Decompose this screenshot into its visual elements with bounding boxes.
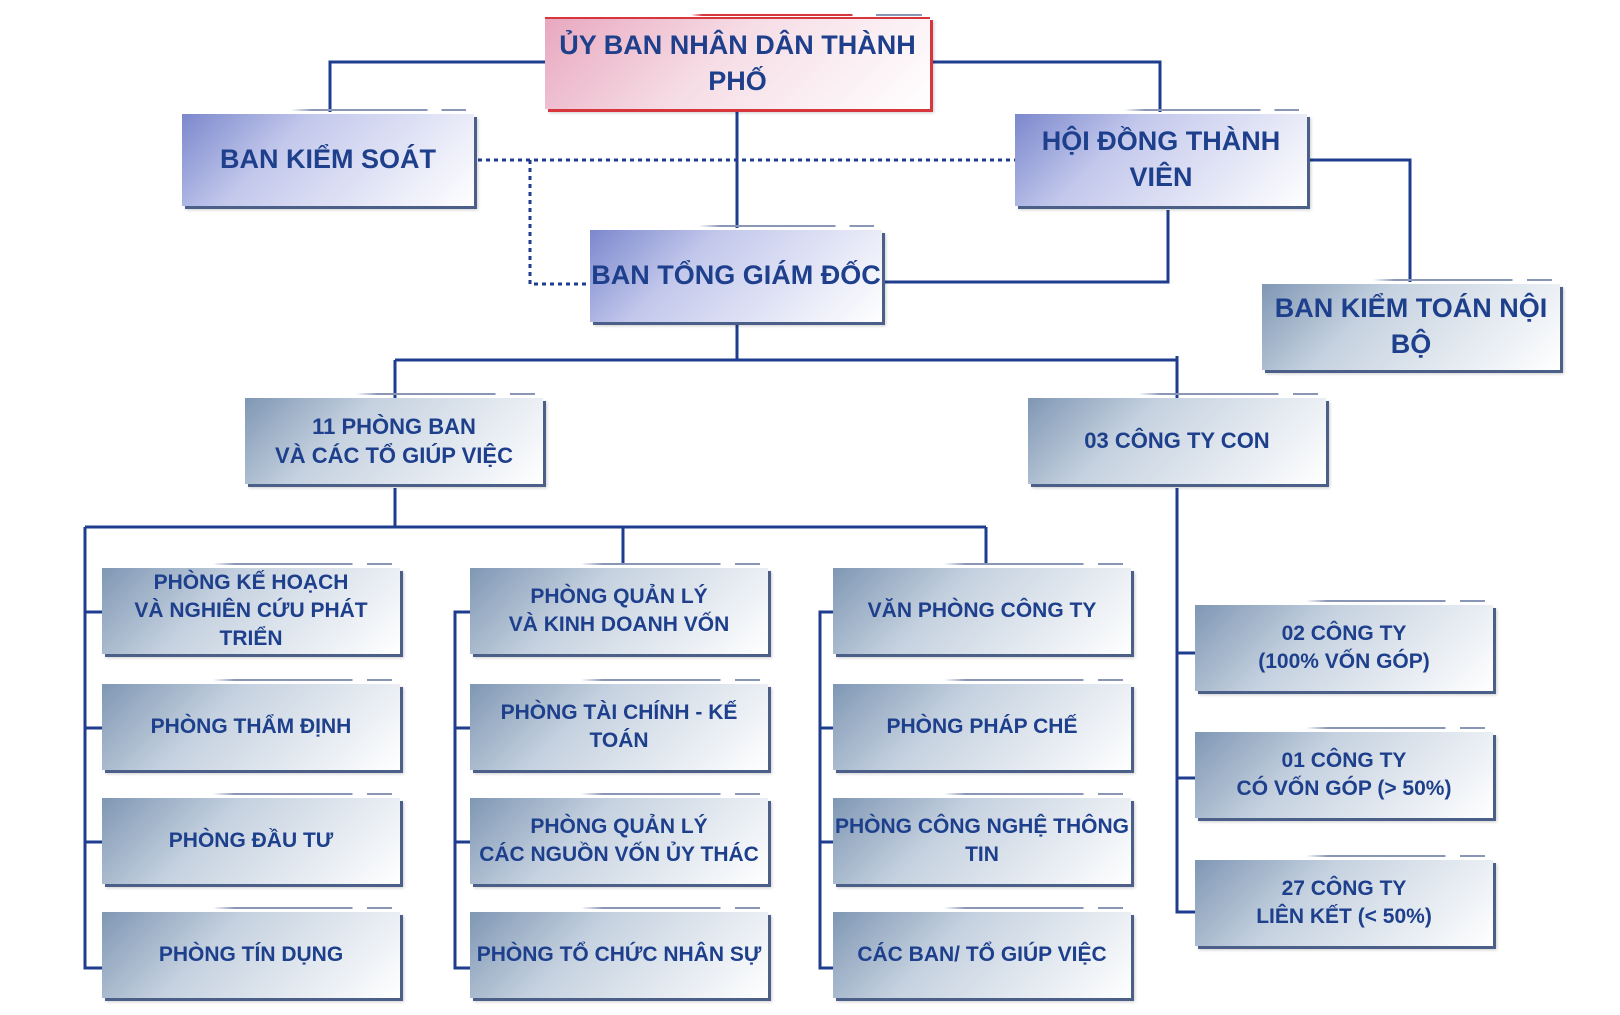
dept-human-resources-label: PHÒNG TỔ CHỨC NHÂN SỰ: [476, 943, 762, 967]
dept-legal-label: PHÒNG PHÁP CHẾ: [886, 715, 1078, 739]
connector-top-council: [930, 60, 1162, 112]
dept-legal-box: PHÒNG PHÁP CHẾ: [833, 679, 1131, 770]
supervisory-board-label: BAN KIỂM SOÁT: [220, 144, 436, 175]
dept-information-technology-label: PHÒNG CÔNG NGHỆ THÔNG TIN: [834, 815, 1129, 866]
connector-companies-vertical: [1175, 488, 1195, 914]
supervisory-board-box: BAN KIỂM SOÁT: [182, 109, 474, 206]
general-directors-label: BAN TỔNG GIÁM ĐỐC: [591, 260, 881, 291]
dept-appraisal-box: PHÒNG THẨM ĐỊNH: [102, 679, 400, 770]
departments-group-box: 11 PHÒNG BAN VÀ CÁC TỔ GIÚP VIỆC: [245, 393, 543, 484]
members-council-box: HỘI ĐỒNG THÀNH VIÊN: [1015, 109, 1307, 206]
subsidiaries-group-label: 03 CÔNG TY CON: [1084, 428, 1270, 454]
dotted-connector-supervisory-directors: [528, 160, 590, 286]
dept-trust-funds-label: PHÒNG QUẢN LÝ CÁC NGUỒN VỐN ỦY THÁC: [479, 815, 759, 866]
dept-capital-management-label: PHÒNG QUẢN LÝ VÀ KINH DOANH VỐN: [508, 585, 730, 636]
connector-council-audit: [1305, 158, 1412, 282]
connector-council-directors: [882, 210, 1170, 284]
dept-credit-box: PHÒNG TÍN DỤNG: [102, 907, 400, 998]
dept-credit-label: PHÒNG TÍN DỤNG: [158, 943, 344, 967]
dept-capital-management-box: PHÒNG QUẢN LÝ VÀ KINH DOANH VỐN: [470, 563, 768, 654]
dept-investment-box: PHÒNG ĐẦU TƯ: [102, 793, 400, 884]
dept-planning-research-box: PHÒNG KẾ HOẠCH VÀ NGHIÊN CỨU PHÁT TRIỂN: [102, 563, 400, 654]
dept-trust-funds-box: PHÒNG QUẢN LÝ CÁC NGUỒN VỐN ỦY THÁC: [470, 793, 768, 884]
connector-col1-vertical: [83, 527, 102, 970]
dept-support-teams-box: CÁC BAN/ TỔ GIÚP VIỆC: [833, 907, 1131, 998]
connector-col2-vertical: [453, 610, 470, 970]
dept-human-resources-box: PHÒNG TỔ CHỨC NHÂN SỰ: [470, 907, 768, 998]
subsidiaries-group-box: 03 CÔNG TY CON: [1028, 393, 1326, 484]
company-majority-owned-label: 01 CÔNG TY CÓ VỐN GÓP (> 50%): [1236, 749, 1452, 800]
departments-group-label: 11 PHÒNG BAN VÀ CÁC TỔ GIÚP VIỆC: [275, 413, 513, 468]
company-associates-box: 27 CÔNG TY LIÊN KẾT (< 50%): [1195, 855, 1493, 946]
members-council-label: HỘI ĐỒNG THÀNH VIÊN: [1041, 126, 1281, 192]
company-majority-owned-box: 01 CÔNG TY CÓ VỐN GÓP (> 50%): [1195, 727, 1493, 818]
connector-top-supervisory: [328, 60, 545, 112]
general-directors-box: BAN TỔNG GIÁM ĐỐC: [590, 225, 882, 322]
dept-finance-accounting-box: PHÒNG TÀI CHÍNH - KẾ TOÁN: [470, 679, 768, 770]
internal-audit-label: BAN KIỂM TOÁN NỘI BỘ: [1274, 293, 1548, 359]
dept-support-teams-label: CÁC BAN/ TỔ GIÚP VIỆC: [857, 943, 1107, 967]
connector-col3-vertical: [818, 610, 833, 970]
dept-company-office-box: VĂN PHÒNG CÔNG TY: [833, 563, 1131, 654]
company-associates-label: 27 CÔNG TY LIÊN KẾT (< 50%): [1256, 877, 1432, 928]
dept-information-technology-box: PHÒNG CÔNG NGHỆ THÔNG TIN: [833, 793, 1131, 884]
city-peoples-committee-box: ỦY BAN NHÂN DÂN THÀNH PHỐ: [545, 14, 930, 109]
dept-investment-label: PHÒNG ĐẦU TƯ: [168, 829, 334, 853]
dept-planning-research-label: PHÒNG KẾ HOẠCH VÀ NGHIÊN CỨU PHÁT TRIỂN: [134, 571, 368, 650]
dept-finance-accounting-label: PHÒNG TÀI CHÍNH - KẾ TOÁN: [500, 701, 738, 752]
dept-appraisal-label: PHÒNG THẨM ĐỊNH: [150, 715, 352, 739]
dept-company-office-label: VĂN PHÒNG CÔNG TY: [867, 599, 1097, 623]
city-peoples-committee-label: ỦY BAN NHÂN DÂN THÀNH PHỐ: [559, 30, 916, 96]
company-wholly-owned-label: 02 CÔNG TY (100% VỐN GÓP): [1258, 622, 1430, 673]
internal-audit-box: BAN KIỂM TOÁN NỘI BỘ: [1262, 279, 1560, 370]
company-wholly-owned-box: 02 CÔNG TY (100% VỐN GÓP): [1195, 600, 1493, 691]
